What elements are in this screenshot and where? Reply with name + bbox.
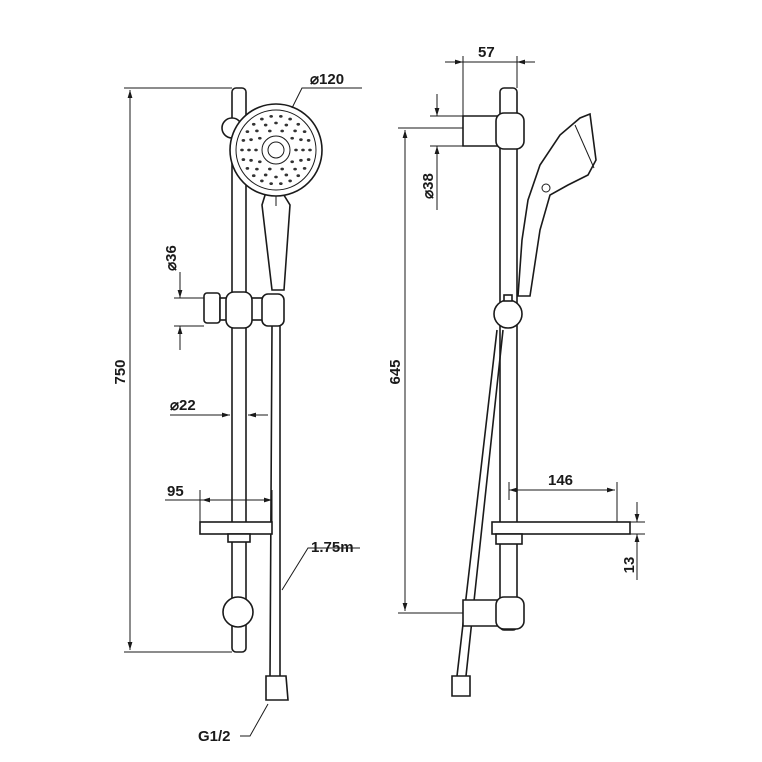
dim-fixing-centres: 645 <box>387 359 404 384</box>
spray-nozzle <box>255 129 259 133</box>
spray-nozzle <box>258 160 262 164</box>
handset-handle <box>261 191 291 291</box>
spray-nozzle <box>260 117 264 121</box>
spray-nozzle <box>240 148 244 152</box>
spray-nozzle <box>245 130 250 134</box>
spray-nozzle <box>306 158 311 161</box>
dim-connection: G1/2 <box>198 728 231 745</box>
spray-nozzle <box>299 158 303 162</box>
bottom-bracket <box>222 596 254 628</box>
spray-nozzle <box>274 121 278 125</box>
dim-rail-diameter: ⌀22 <box>170 397 196 414</box>
dim-slider-diameter: ⌀36 <box>163 245 180 271</box>
spray-nozzle <box>269 114 273 118</box>
spray-nozzle <box>299 138 303 142</box>
spray-nozzle <box>296 122 301 126</box>
spray-nozzle <box>302 166 307 170</box>
dim-head-diameter: ⌀120 <box>310 71 344 88</box>
spray-nozzle <box>241 158 246 161</box>
spray-nozzle <box>284 123 289 127</box>
riser-rail-side <box>499 87 518 631</box>
top-bracket-side <box>462 115 501 147</box>
slider-knob-side <box>493 299 523 329</box>
spray-nozzle <box>255 167 259 171</box>
dim-soap-dish-depth: 95 <box>167 483 184 500</box>
side-view: 57 ⌀38 645 146 13 <box>387 44 645 697</box>
spray-nozzle <box>247 148 251 152</box>
shower-head-side <box>517 112 597 297</box>
spray-nozzle <box>260 179 264 183</box>
dim-bracket-projection: 57 <box>478 44 495 61</box>
soap-dish <box>199 521 273 535</box>
front-view: 750 ⌀120 ⌀36 ⌀22 95 1.75m G1/2 <box>112 71 362 745</box>
spray-nozzle <box>269 182 273 186</box>
riser-rail <box>231 87 247 653</box>
spray-nozzle <box>290 160 294 164</box>
spray-nozzle <box>280 167 284 171</box>
spray-nozzle <box>280 129 284 133</box>
dim-bracket-diameter: ⌀38 <box>420 173 437 199</box>
spray-nozzle <box>296 174 301 178</box>
spray-nozzle <box>288 117 292 121</box>
spray-nozzle <box>268 129 272 133</box>
spray-nozzle <box>293 129 297 133</box>
spray-nozzle <box>279 114 283 118</box>
spray-nozzle <box>288 179 292 183</box>
bottom-bracket-side <box>462 599 501 627</box>
spray-nozzle <box>308 148 312 152</box>
spray-nozzle <box>294 148 298 152</box>
spray-nozzle <box>293 167 297 171</box>
dim-overall-height: 750 <box>112 359 129 384</box>
spray-nozzle <box>245 166 250 170</box>
soap-dish-side <box>491 521 631 535</box>
spray-nozzle <box>249 158 253 162</box>
spray-nozzle <box>251 174 256 178</box>
spray-nozzle <box>263 173 268 177</box>
spray-nozzle <box>279 182 283 186</box>
spray-nozzle <box>302 130 307 134</box>
spray-nozzle <box>306 139 311 142</box>
hose-end <box>265 675 289 701</box>
spray-nozzle <box>251 122 256 126</box>
slider-bracket <box>203 291 285 329</box>
hose-end-side <box>451 675 471 697</box>
spray-nozzle <box>241 139 246 142</box>
spray-nozzle <box>284 173 289 177</box>
dim-soap-dish-thickness: 13 <box>621 557 638 574</box>
spray-nozzle <box>301 148 305 152</box>
spray-nozzle <box>258 136 262 140</box>
spray-nozzle <box>274 175 278 179</box>
spray-nozzle <box>254 148 258 152</box>
spray-nozzle <box>268 167 272 171</box>
spray-nozzle <box>290 136 294 140</box>
spray-nozzle <box>249 138 253 142</box>
spray-nozzle <box>263 123 268 127</box>
dim-soap-dish-width: 146 <box>548 472 573 489</box>
dim-hose-length: 1.75m <box>311 539 354 556</box>
shower-head <box>229 103 323 291</box>
